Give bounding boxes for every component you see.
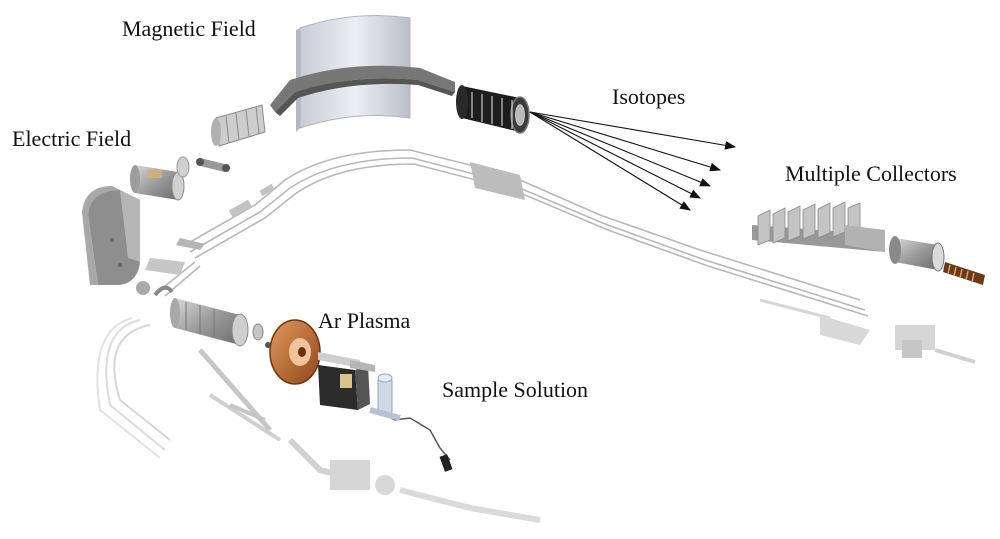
collector-array	[752, 201, 885, 252]
torch-box	[318, 352, 375, 410]
nebulizer	[369, 373, 453, 472]
lens-assembly-1	[130, 165, 185, 201]
base-shadow-layer	[96, 298, 976, 523]
rail-brackets	[145, 162, 525, 275]
interface-chain	[136, 281, 453, 472]
collector-housing	[889, 236, 985, 285]
isotope-arrow-3	[529, 111, 712, 187]
isotope-arrow-5	[529, 111, 691, 211]
lens-cage	[211, 104, 266, 147]
label-ar-plasma: Ar Plasma	[318, 308, 411, 333]
electrostatic-analyzer	[82, 186, 140, 285]
sampler-cone	[269, 319, 321, 385]
label-magnetic-field: Magnetic Field	[122, 16, 256, 41]
detector-cylinder	[456, 85, 530, 134]
label-isotopes: Isotopes	[612, 84, 686, 109]
label-multiple-collectors: Multiple Collectors	[785, 161, 957, 186]
isotope-arrow-1	[529, 111, 737, 150]
label-electric-field: Electric Field	[12, 126, 132, 151]
isotope-beams	[529, 111, 737, 211]
ion-optics-chain	[130, 104, 266, 201]
label-sample-solution: Sample Solution	[442, 377, 589, 402]
isotope-arrow-2	[529, 111, 722, 172]
magnetic-sector	[270, 15, 455, 132]
isotope-arrow-4	[529, 111, 701, 199]
extraction-lens	[170, 298, 249, 347]
